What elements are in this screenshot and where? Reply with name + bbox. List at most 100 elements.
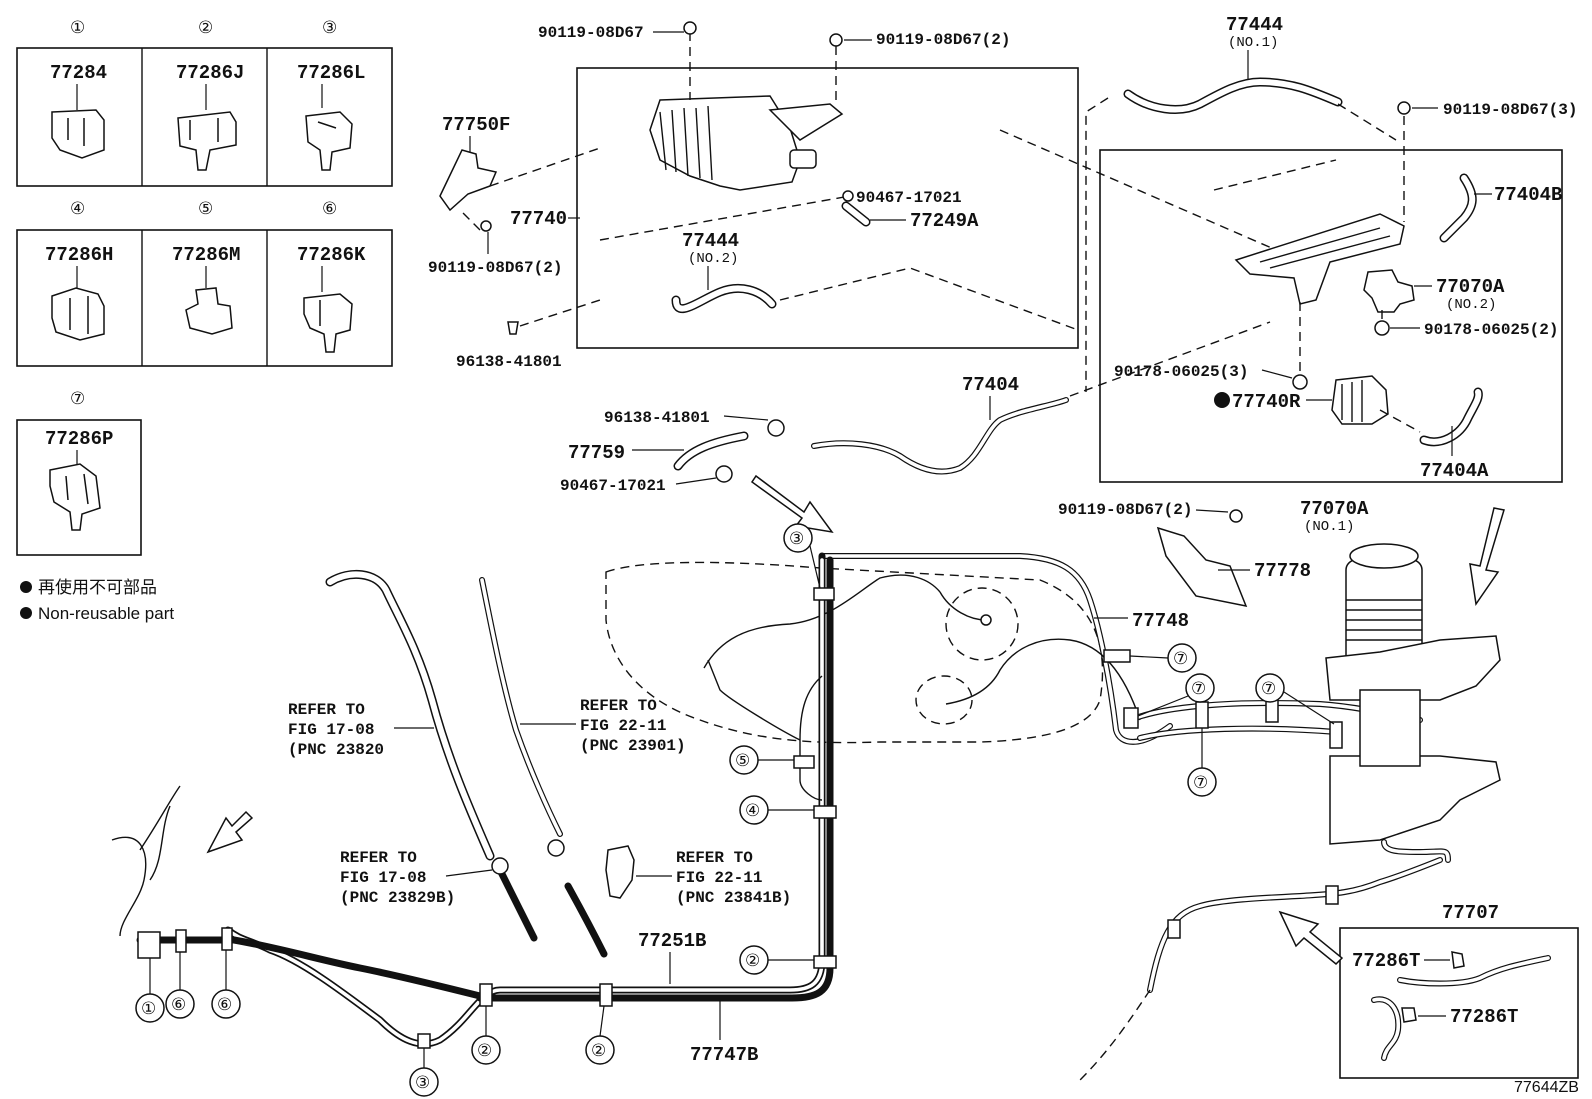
part-label: 77251B xyxy=(638,930,706,952)
callout-1: ① xyxy=(135,958,165,1023)
main-line-77251b xyxy=(476,556,834,1002)
right-labels: 90119-08D67(3) 77404B 77070A (NO.2) 9017… xyxy=(1114,101,1577,535)
callout-label: ① xyxy=(141,999,156,1019)
part-label: 77748 xyxy=(1132,610,1189,632)
clip-icon xyxy=(49,463,101,531)
callouts: ③ ⑤ ④ ② ⑦ ⑦ ⑦ xyxy=(135,523,1335,1097)
part-sublabel: (NO.2) xyxy=(1446,297,1496,313)
refer-text: FIG 22-11 xyxy=(676,869,762,887)
refer-text: FIG 22-11 xyxy=(580,717,666,735)
clip-part-number: 77286H xyxy=(45,244,113,266)
clip-number: ⑤ xyxy=(198,199,213,219)
part-label: 77404 xyxy=(962,374,1019,396)
refer-text: (PNC 23829B) xyxy=(340,889,455,907)
clip-icon xyxy=(507,321,519,335)
part-label: 77750F xyxy=(442,114,510,136)
part-label: 77286T xyxy=(1352,950,1420,972)
clip-table: ① 77284 ② 77286J ③ 77286L ④ 77286H ⑤ xyxy=(16,18,393,556)
refer-text: FIG 17-08 xyxy=(288,721,374,739)
top-labels: 90119-08D67 90119-08D67(2) 77750F 90119-… xyxy=(428,24,1010,371)
part-label: 77404B xyxy=(1494,184,1562,206)
callout-label: ② xyxy=(745,951,760,971)
sub-assembly-77707-box xyxy=(1339,927,1579,1079)
callout-7-c: ⑦ xyxy=(1255,673,1335,725)
part-sublabel: (NO.1) xyxy=(1228,35,1278,51)
clip-cell-7: ⑦ 77286P xyxy=(45,389,113,531)
callout-label: ⑤ xyxy=(735,751,750,771)
part-label: 77740R xyxy=(1232,391,1301,413)
callout-label: ③ xyxy=(789,529,804,549)
bracket-77750f-icon xyxy=(439,149,498,212)
clip-part-number: 77286L xyxy=(297,62,365,84)
callout-6-a: ⑥ xyxy=(165,952,195,1019)
callout-5: ⑤ xyxy=(729,745,794,775)
clamp-icon xyxy=(715,465,733,483)
grommet-icon xyxy=(1292,374,1308,390)
callout-label: ② xyxy=(591,1041,606,1061)
bolt-icon xyxy=(683,21,697,35)
part-label: 90467-17021 xyxy=(856,189,962,207)
clamp-icon xyxy=(842,190,854,202)
callout-2-b: ② xyxy=(585,1005,615,1065)
clip-icon xyxy=(51,287,105,341)
fuel-tank-outline xyxy=(605,561,1104,744)
non-reusable-marker-icon xyxy=(1214,392,1230,408)
part-label: 90119-08D67(3) xyxy=(1443,101,1577,119)
callout-7-d: ⑦ xyxy=(1187,728,1217,797)
refer-block-4: REFER TO FIG 22-11 (PNC 23841B) xyxy=(636,849,791,907)
part-label: 90119-08D67(2) xyxy=(876,31,1010,49)
part-label: 96138-41801 xyxy=(456,353,562,371)
clip-part-number: 77284 xyxy=(50,62,107,84)
part-label: 77404A xyxy=(1420,460,1489,482)
part-label: 77444 xyxy=(1226,14,1283,36)
clip-icon xyxy=(305,111,353,171)
direction-arrow-icon xyxy=(1469,507,1505,606)
bracket-77778-icon xyxy=(1156,526,1248,608)
part-sublabel: (NO.1) xyxy=(1304,519,1354,535)
refer-text: (PNC 23901) xyxy=(580,737,686,755)
bolt-icon xyxy=(1397,101,1411,115)
refer-block-3: REFER TO FIG 17-08 (PNC 23829B) xyxy=(340,849,493,907)
direction-arrow-icon xyxy=(1278,910,1344,966)
refer-block-2: REFER TO FIG 22-11 (PNC 23901) xyxy=(520,697,686,755)
refer-text: REFER TO xyxy=(676,849,753,867)
direction-arrow-icon xyxy=(750,474,834,534)
clip-cell-6: ⑥ 77286K xyxy=(297,199,366,353)
clip-number: ① xyxy=(70,18,85,38)
clamp-icon xyxy=(767,419,785,437)
legend-note-jp: 再使用不可部品 xyxy=(38,577,157,597)
clip-part-number: 77286K xyxy=(297,244,366,266)
part-label: 77070A xyxy=(1300,498,1369,520)
clip-number: ② xyxy=(198,18,213,38)
callout-3-bottom: ③ xyxy=(409,1048,439,1097)
clip-icon xyxy=(1401,1007,1417,1023)
clip-icon xyxy=(1451,951,1465,969)
main-line-77747b xyxy=(224,552,826,1048)
callout-label: ⑦ xyxy=(1261,679,1276,699)
bolt-icon xyxy=(480,220,492,232)
callout-6-b: ⑥ xyxy=(211,950,241,1019)
clip-number: ⑦ xyxy=(70,389,85,409)
clip-number: ⑥ xyxy=(322,199,337,219)
valve-assembly-box xyxy=(999,129,1563,483)
refer-block-1: REFER TO FIG 17-08 (PNC 23820 xyxy=(288,701,434,759)
callout-2-right: ② xyxy=(739,945,814,975)
part-label: 77707 xyxy=(1442,902,1499,924)
part-label: 96138-41801 xyxy=(604,409,710,427)
part-label: 77249A xyxy=(910,210,979,232)
part-label: 90119-08D67(2) xyxy=(428,259,562,277)
part-sublabel: (NO.2) xyxy=(688,251,738,267)
callout-label: ② xyxy=(477,1041,492,1061)
part-label: 90178-06025(2) xyxy=(1424,321,1558,339)
vsv-valve-icon xyxy=(1363,269,1415,313)
clip-icon xyxy=(51,109,105,159)
diagram-id: 77644ZB xyxy=(1514,1079,1579,1096)
callout-7-b: ⑦ xyxy=(1137,673,1215,717)
callout-7-a: ⑦ xyxy=(1129,643,1197,673)
clip-part-number: 77286M xyxy=(172,244,240,266)
fuel-pump-assembly xyxy=(1325,543,1501,863)
callout-2-a: ② xyxy=(471,1006,501,1065)
callout-label: ⑦ xyxy=(1191,679,1206,699)
part-label: 90119-08D67(2) xyxy=(1058,501,1192,519)
